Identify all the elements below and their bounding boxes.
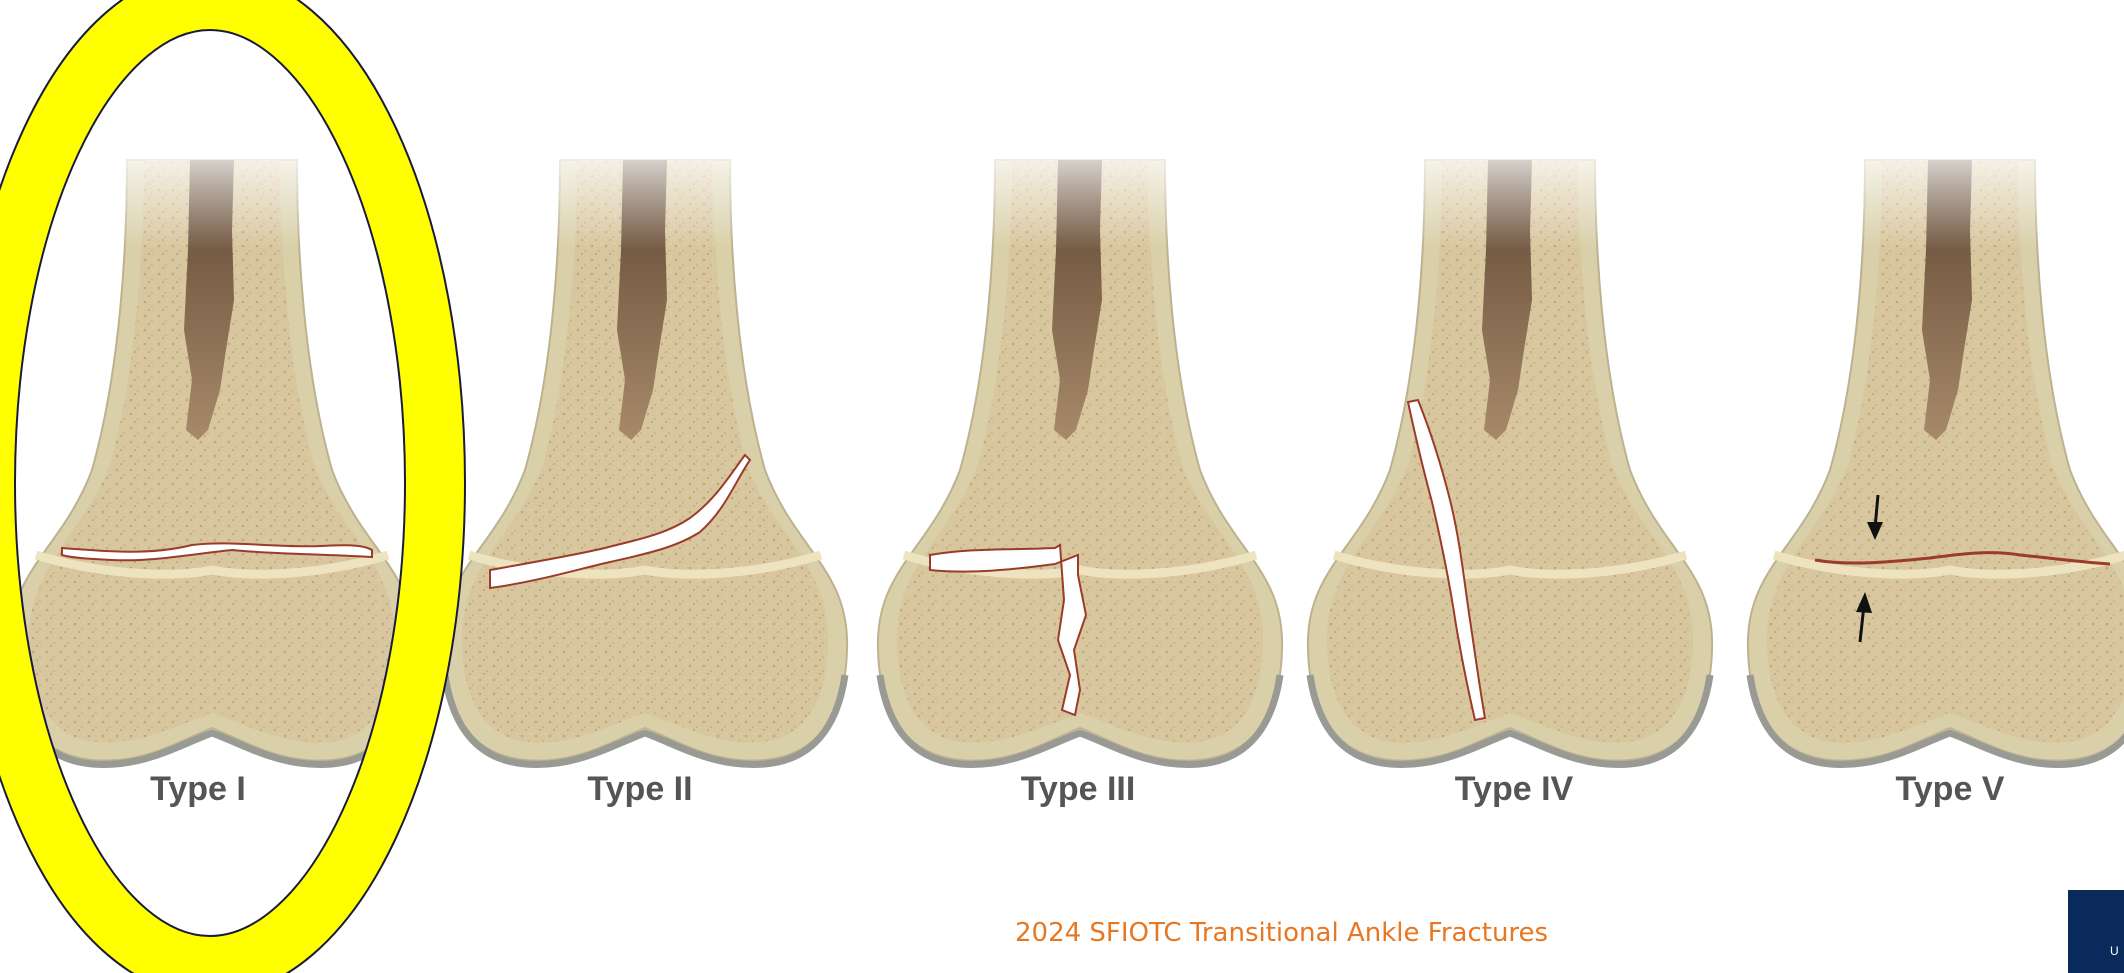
label-type-4: Type IV	[1455, 770, 1574, 808]
label-type-1: Type I	[150, 770, 246, 808]
bone-type-4	[1308, 130, 1712, 764]
institution-logo	[2068, 890, 2124, 973]
bone-type-1	[10, 130, 414, 764]
footer-text: 2024 SFIOTC Transitional Ankle Fractures	[1015, 918, 1548, 948]
logo-letter: U	[2110, 944, 2119, 958]
bone-type-2	[443, 130, 847, 764]
bone-type-5	[1748, 130, 2124, 764]
label-type-5: Type V	[1896, 770, 2005, 808]
bone-type-3	[878, 130, 1282, 764]
label-type-2: Type II	[587, 770, 692, 808]
label-type-3: Type III	[1021, 770, 1136, 808]
